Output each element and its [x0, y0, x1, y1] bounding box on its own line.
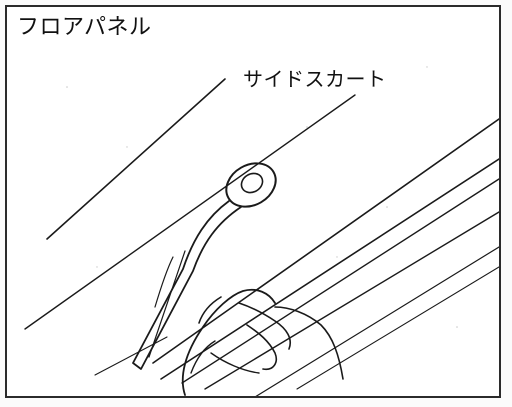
hand-icon [181, 288, 344, 396]
floor-panel-edge-line [46, 78, 226, 240]
wrench-icon [132, 162, 277, 370]
illustration-frame: フロアパネル サイドスカート [5, 5, 501, 398]
side-skirt-rails [94, 118, 499, 396]
paper-speckle [66, 66, 458, 328]
floor-panel-label: フロアパネル [17, 15, 152, 40]
side-skirt-leader-line [24, 94, 356, 330]
line-drawing [24, 66, 499, 396]
side-skirt-label: サイドスカート [243, 67, 387, 91]
